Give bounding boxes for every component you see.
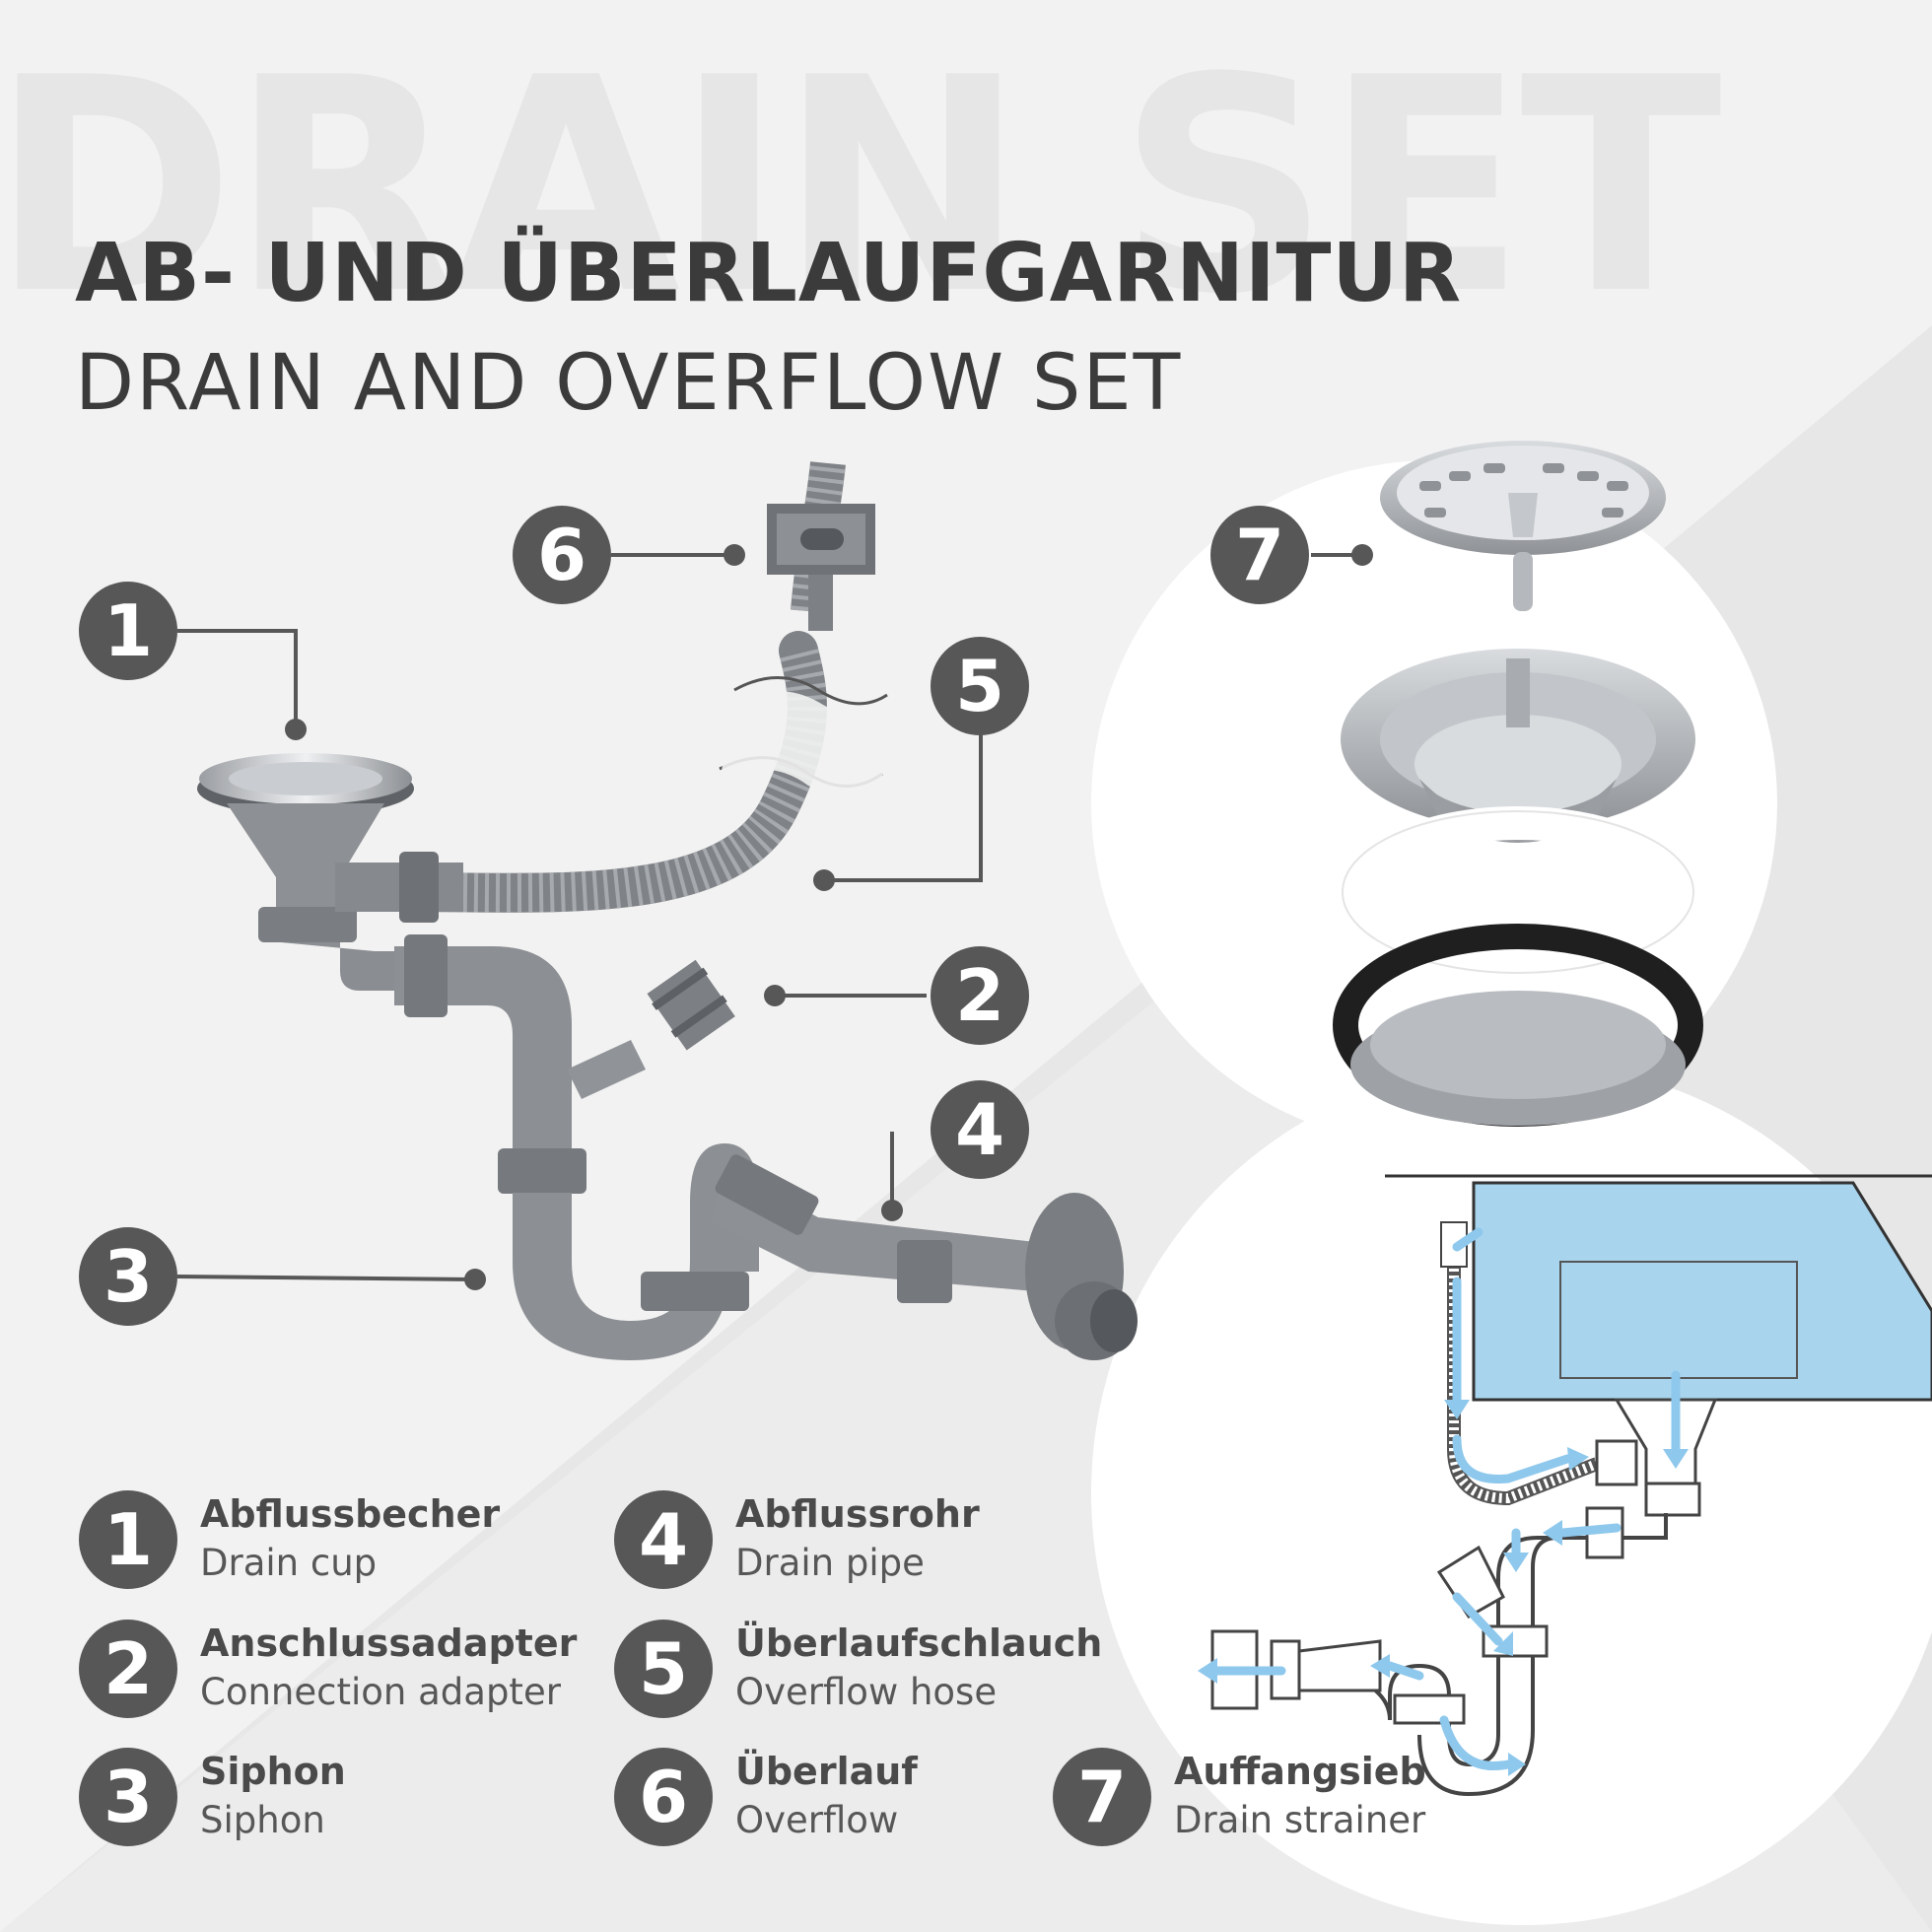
white-gasket (1344, 806, 1692, 978)
legend-label-en-3: Siphon (200, 1799, 325, 1841)
callout-badge-1: 1 (79, 582, 177, 680)
legend-label-en-4: Drain pipe (735, 1542, 925, 1584)
main-assembly (197, 461, 1138, 1360)
legend-label-en-6: Overflow (735, 1799, 899, 1841)
legend-badge-6: 6 (614, 1748, 713, 1846)
overflow-hose (389, 631, 827, 913)
watermark-text: DRAIN SET (0, 15, 1722, 359)
drain-pipe (710, 1168, 1035, 1291)
legend-label-de-3: Siphon (200, 1750, 346, 1793)
flow-arrow-heads (1198, 1400, 1689, 1776)
leader-5-dot (813, 869, 835, 891)
legend-badge-3: 3 (79, 1748, 177, 1846)
leader-1 (177, 629, 298, 729)
legend-badge-7: 7 (1053, 1748, 1151, 1846)
callout-badge-4: 4 (931, 1080, 1029, 1179)
legend-label-en-5: Overflow hose (735, 1671, 998, 1713)
leader-lines (176, 553, 1362, 1281)
legend-badge-5: 5 (614, 1620, 713, 1718)
callout-badge-2: 2 (931, 946, 1029, 1045)
title-german: AB- UND ÜBERLAUFGARNITUR (75, 227, 1463, 320)
legend-badge-2: 2 (79, 1620, 177, 1718)
legend-label-de-6: Überlauf (735, 1750, 918, 1793)
title-english: DRAIN AND OVERFLOW SET (75, 339, 1183, 428)
leader-2-dot (764, 985, 786, 1006)
leader-7-dot (1351, 544, 1373, 566)
leader-4-dot (881, 1200, 903, 1221)
leader-3-dot (464, 1269, 486, 1290)
legend-label-en-7: Drain strainer (1174, 1799, 1426, 1841)
leader-dots (285, 544, 1373, 1290)
legend-label-en-2: Connection adapter (200, 1671, 561, 1713)
flow-arrows (1212, 1227, 1681, 1770)
callout-badge-7: 7 (1210, 506, 1309, 604)
legend-badge-4: 4 (614, 1490, 713, 1589)
sink-basin (1472, 1181, 1932, 1402)
legend-label-en-1: Drain cup (200, 1542, 378, 1584)
legend-label-de-1: Abflussbecher (200, 1492, 501, 1536)
drain-cup-body (227, 803, 384, 927)
callout-badge-6: 6 (513, 506, 611, 604)
siphon-side-inlet (567, 1040, 646, 1099)
hose-break-upper (733, 676, 888, 706)
leader-1-dot (285, 719, 307, 740)
connection-adapter (647, 959, 735, 1051)
strainer-stem (1513, 552, 1533, 611)
legend-badge-1: 1 (79, 1490, 177, 1589)
callout-badge-5: 5 (931, 637, 1029, 735)
legend-label-de-4: Abflussrohr (735, 1492, 980, 1536)
leader-5 (824, 734, 983, 882)
strainer-exploded-view (1333, 441, 1703, 1127)
installation-diagram (1198, 1174, 1932, 1797)
legend-label-de-2: Anschlussadapter (200, 1622, 578, 1665)
leader-3 (176, 1275, 476, 1281)
legend-label-de-7: Auffangsieb (1174, 1750, 1426, 1793)
leader-6-dot (724, 544, 745, 566)
callout-badge-3: 3 (79, 1227, 177, 1326)
legend-label-de-5: Überlaufschlauch (735, 1622, 1103, 1665)
